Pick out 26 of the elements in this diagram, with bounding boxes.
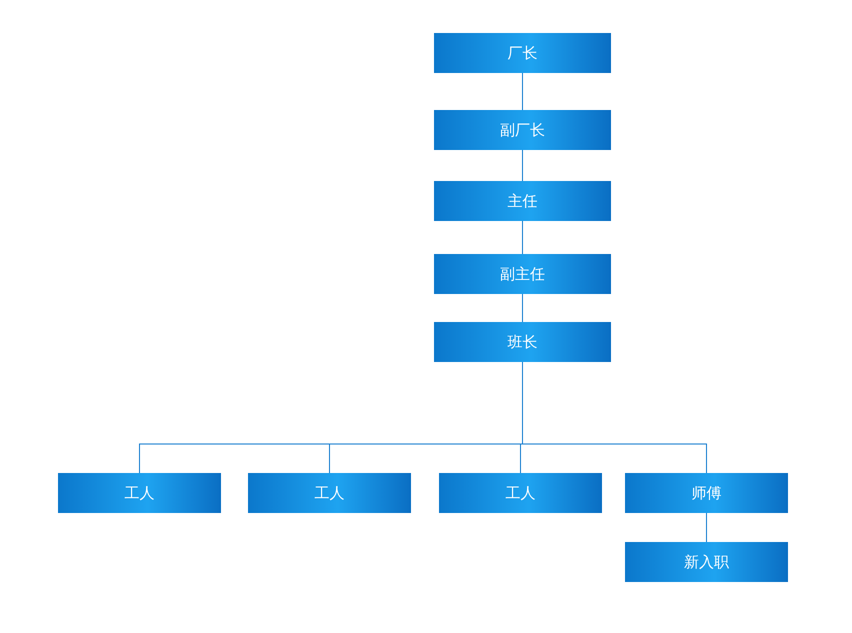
org-box: [434, 110, 611, 150]
org-box: [434, 33, 611, 73]
org-box: [439, 473, 602, 513]
position-title: 工人: [314, 484, 344, 502]
position-title: 厂长: [508, 44, 538, 62]
org-box: [248, 473, 411, 513]
org-box: [434, 181, 611, 221]
position-title: 副厂长: [500, 120, 545, 140]
connector-line: [522, 220, 523, 254]
org-box: [625, 542, 788, 582]
position-title: 师傅: [692, 484, 722, 502]
position-title: 新入职: [684, 552, 729, 572]
connector-line: [522, 150, 523, 182]
connector-line: [522, 72, 523, 110]
position-title: 主任: [508, 192, 538, 210]
org-box: [434, 322, 611, 362]
org-box: [625, 473, 788, 513]
connector-line: [522, 294, 523, 322]
position-title: 班长: [508, 332, 538, 352]
connector-line: [522, 362, 707, 474]
org-box: [58, 473, 221, 513]
position-title: 工人: [506, 484, 536, 502]
position-title: 副主任: [500, 264, 545, 284]
org-box: [434, 254, 611, 294]
position-title: 工人: [124, 484, 154, 502]
connector-line: [706, 512, 707, 542]
